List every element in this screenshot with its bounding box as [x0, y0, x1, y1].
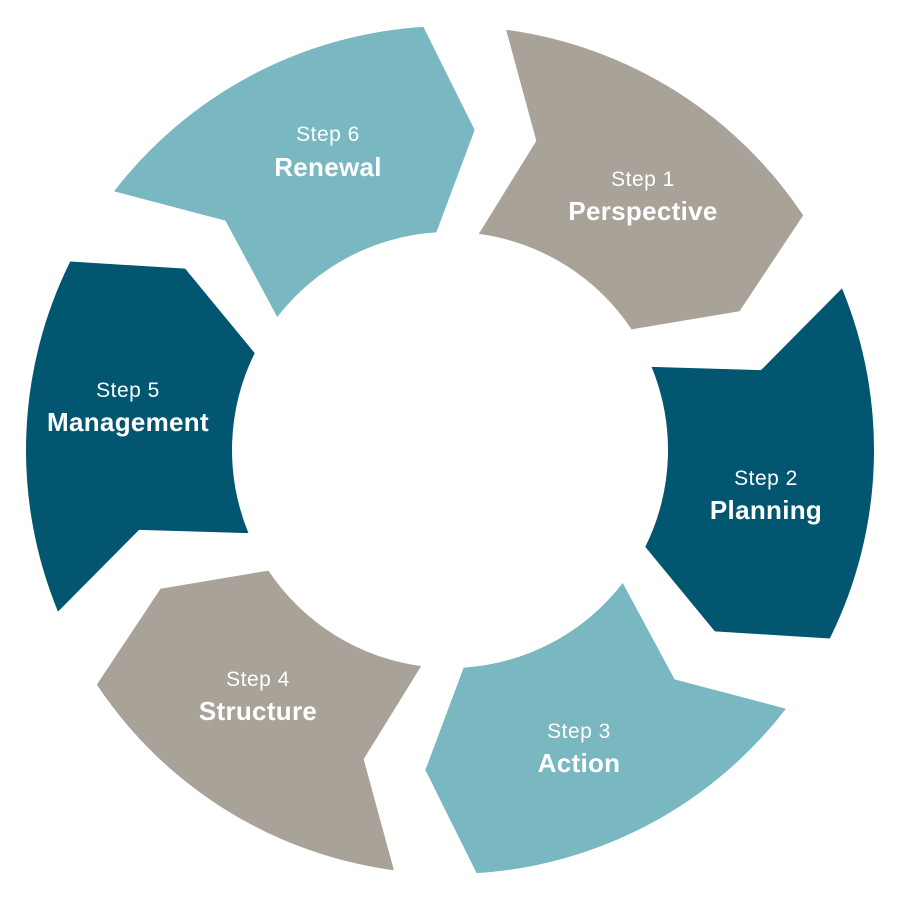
step-2-number: Step 2: [734, 467, 798, 490]
step-6-number: Step 6: [296, 123, 360, 146]
step-1-segment: [645, 288, 875, 639]
step-4-name: Structure: [199, 696, 317, 726]
step-2: Step 2 Planning: [710, 467, 822, 525]
step-4: Step 4 Structure: [199, 668, 317, 726]
step-5-name: Management: [47, 407, 209, 437]
cycle-segments: [25, 26, 875, 874]
step-1-number: Step 1: [611, 168, 675, 191]
step-2-name: Planning: [710, 495, 822, 525]
step-4-number: Step 4: [226, 668, 290, 691]
step-3: Step 3 Action: [538, 720, 621, 778]
step-6-name: Renewal: [274, 152, 382, 182]
step-3-number: Step 3: [547, 720, 611, 743]
step-2-segment: [425, 583, 786, 874]
step-5-number: Step 5: [96, 379, 160, 402]
step-3-name: Action: [538, 748, 621, 778]
step-3-segment: [96, 570, 422, 871]
step-6: Step 6 Renewal: [274, 123, 382, 182]
step-5-segment: [114, 26, 475, 317]
step-1-name: Perspective: [568, 196, 717, 226]
step-6-segment: [478, 29, 804, 330]
step-1: Step 1 Perspective: [568, 168, 717, 226]
step-5: Step 5 Management: [47, 379, 209, 437]
step-4-segment: [25, 261, 255, 612]
